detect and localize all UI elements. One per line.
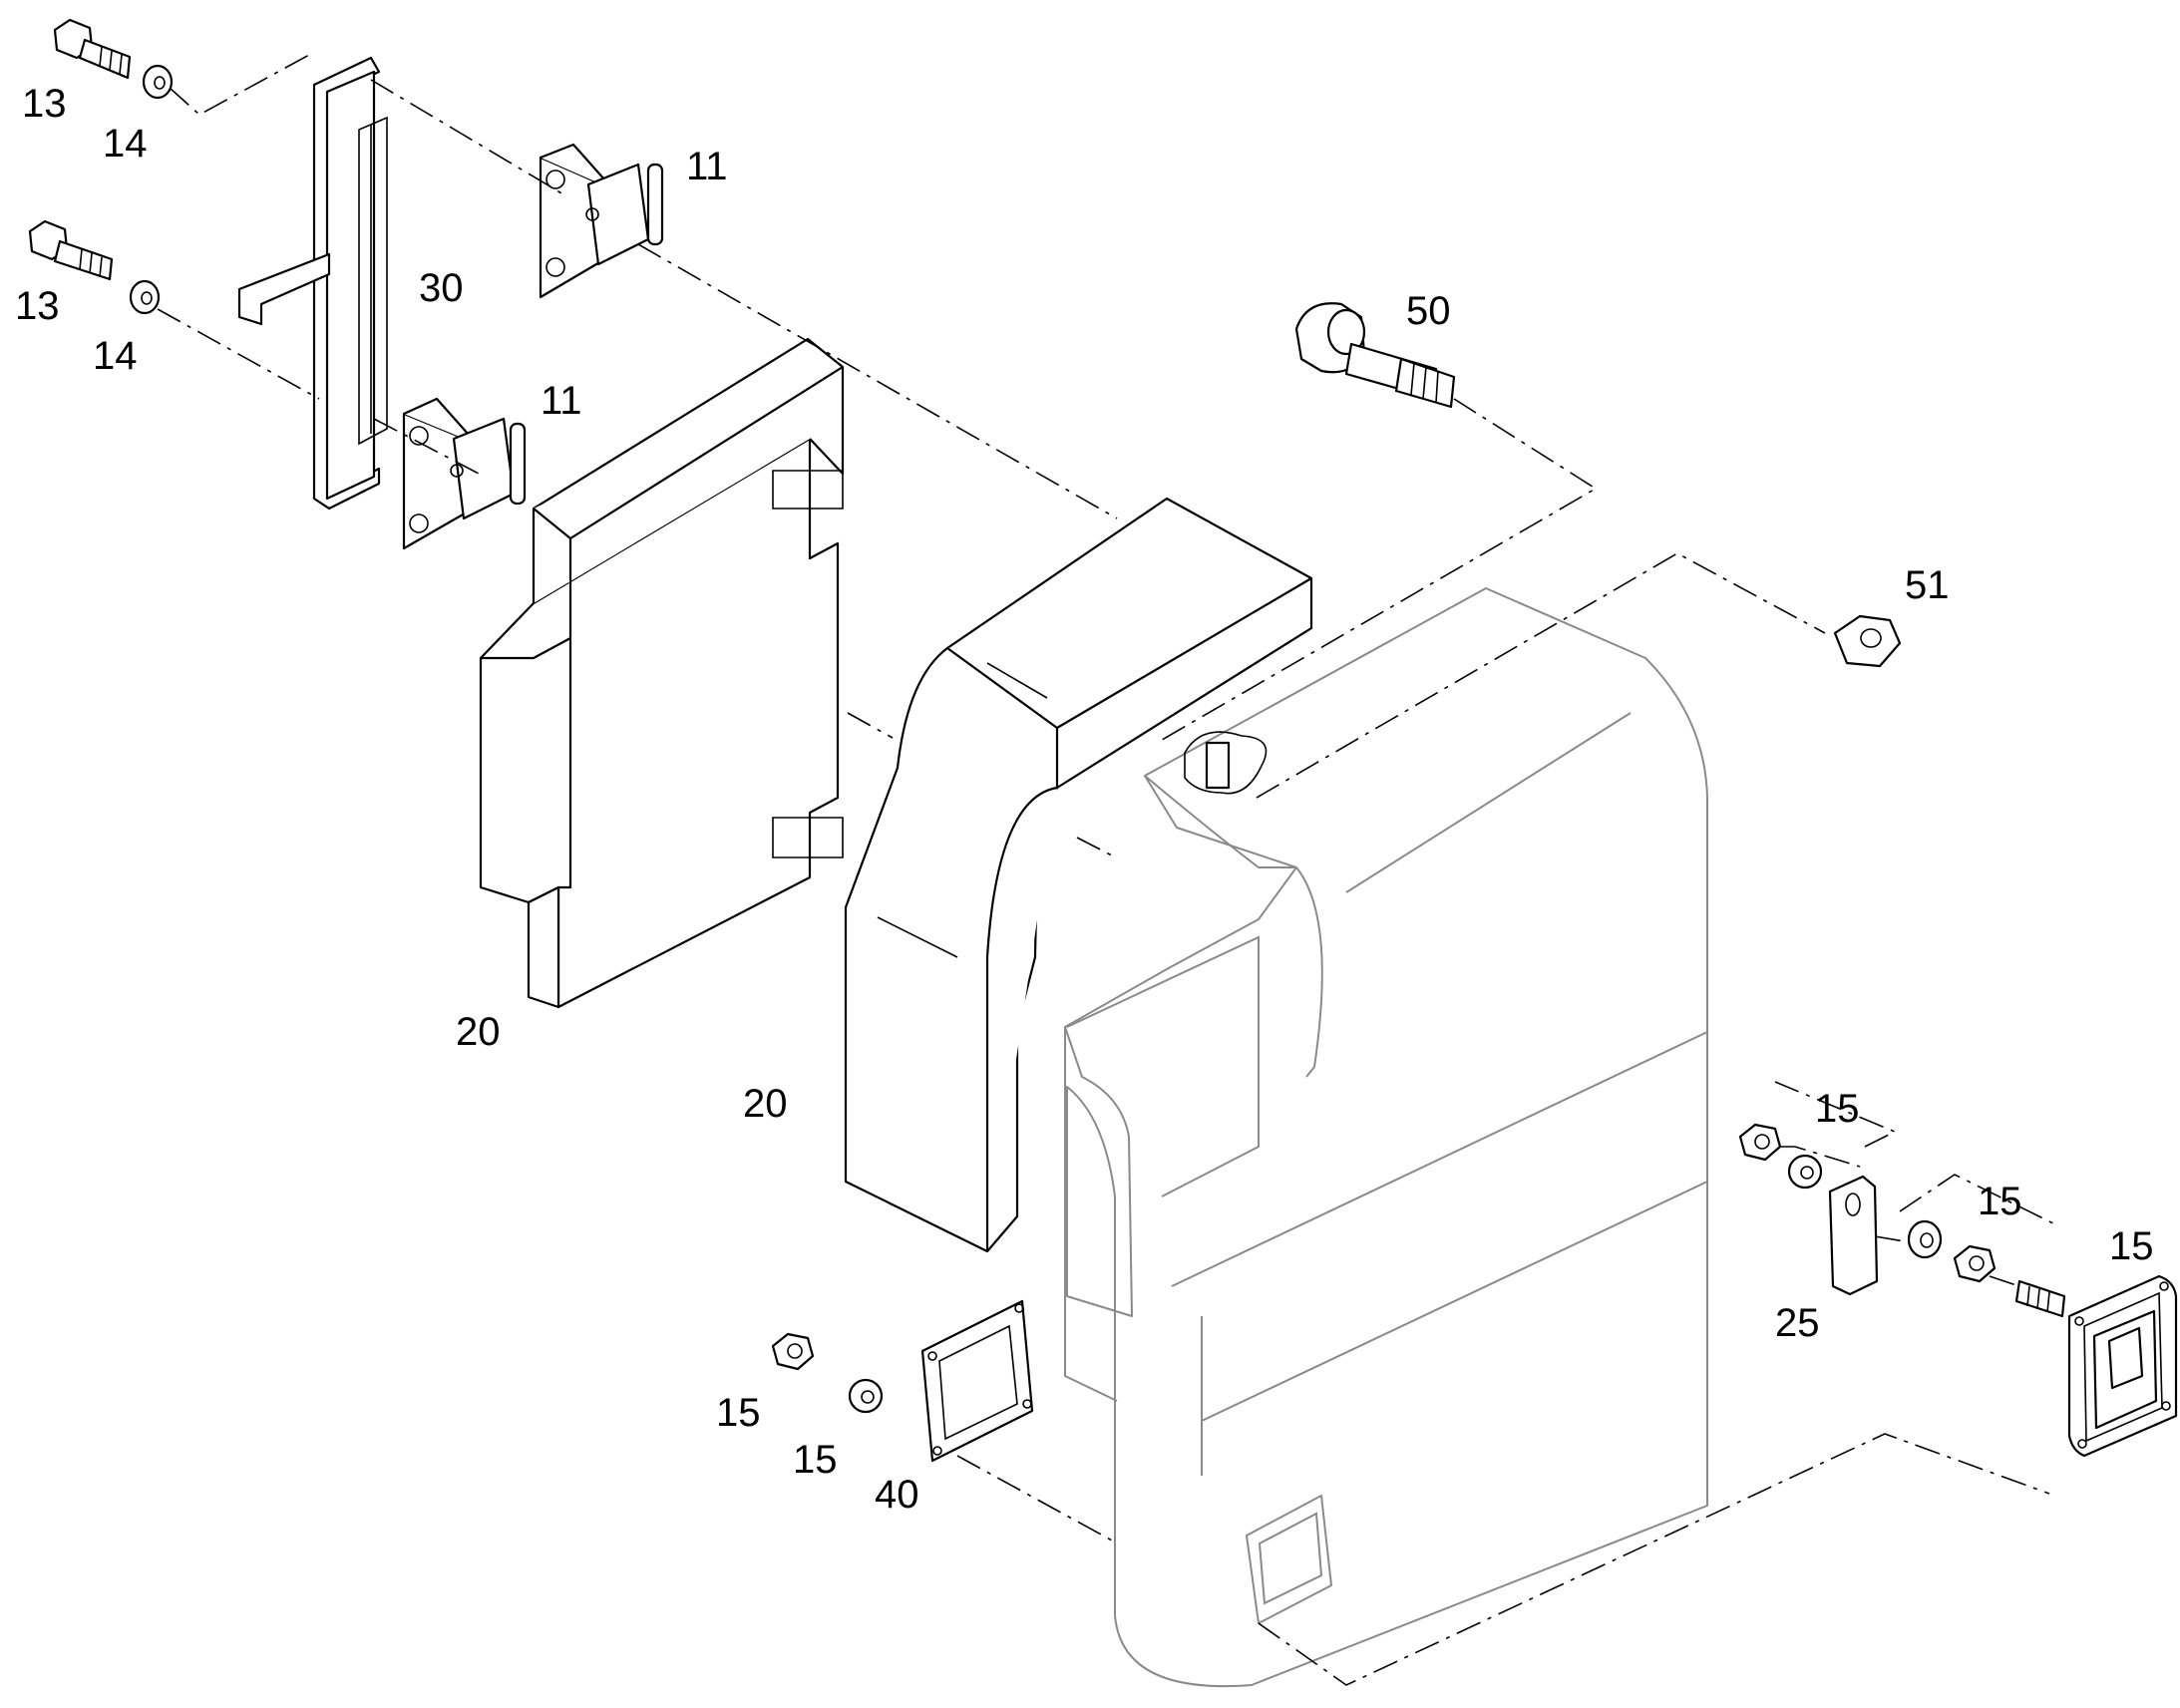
callout-15-latch: 15 [2109, 1224, 2154, 1268]
nut-51 [1833, 614, 1902, 668]
callout-15-nut-left: 15 [716, 1391, 761, 1435]
callout-14-upper: 14 [103, 122, 148, 166]
bolt-13-lower [28, 219, 114, 281]
callout-51: 51 [1905, 563, 1950, 607]
callout-11-upper: 11 [686, 145, 728, 188]
latch-assembly-15 [2014, 1274, 2178, 1458]
nut-15-right-lower [1953, 1244, 1997, 1283]
bracket-30 [237, 56, 388, 511]
callout-15-washer-left: 15 [793, 1438, 838, 1482]
callout-20-right: 20 [743, 1082, 788, 1126]
callouts: 13 14 13 14 11 30 11 50 51 20 20 15 15 1… [15, 82, 2154, 1517]
bolt-50 [1294, 302, 1456, 409]
hinge-11-upper [539, 143, 664, 299]
callout-13-upper: 13 [22, 82, 67, 126]
housing-panel [1064, 587, 1708, 1688]
washer-14-upper [142, 64, 174, 100]
callout-11-lower: 11 [541, 379, 582, 423]
callout-13-lower: 13 [15, 284, 60, 328]
callout-25: 25 [1775, 1301, 1820, 1345]
nut-15-right-upper [1738, 1123, 1782, 1162]
latch-tongue-25 [1828, 1175, 1879, 1296]
callout-30: 30 [419, 266, 464, 310]
callout-20-left: 20 [456, 1010, 501, 1054]
washer-15-right-upper [1787, 1154, 1823, 1190]
callout-50: 50 [1406, 289, 1451, 333]
gasket-40 [920, 1299, 1034, 1463]
nut-15-left [771, 1332, 815, 1371]
callout-14-lower: 14 [93, 334, 138, 378]
callout-15-upper: 15 [1815, 1087, 1860, 1131]
bolt-13-upper [53, 18, 132, 80]
foam-panel-left [479, 337, 845, 1009]
leader-lines [157, 54, 2060, 1686]
washer-15-right-lower [1907, 1219, 1943, 1259]
washer-15-left [848, 1378, 884, 1414]
callout-40: 40 [875, 1473, 919, 1517]
callout-15-middle: 15 [1978, 1180, 2022, 1223]
hinge-11-lower [402, 397, 527, 550]
housing-pin [1184, 731, 1268, 795]
washer-14-lower [129, 279, 161, 315]
foam-panel-right [844, 497, 1313, 1253]
